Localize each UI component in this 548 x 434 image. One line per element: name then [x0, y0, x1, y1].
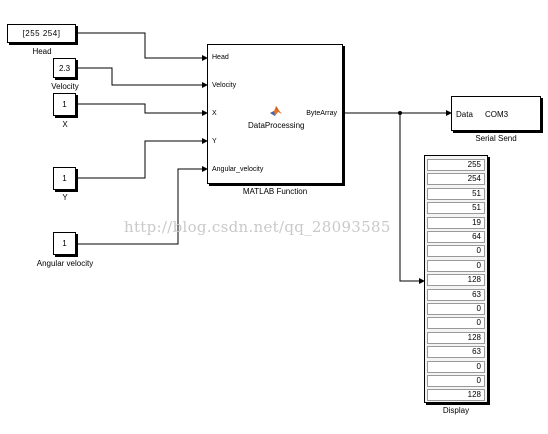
- function-name: DataProcessing: [248, 121, 305, 130]
- input-port-velocity: Velocity: [212, 82, 237, 89]
- output-port-bytearray: ByteArray: [306, 110, 337, 117]
- branch-point: [398, 111, 402, 115]
- x-constant-block[interactable]: 1: [53, 93, 76, 116]
- head-caption: Head: [32, 47, 52, 56]
- head-value: [255 254]: [22, 29, 61, 38]
- angular-velocity-value: 1: [62, 239, 67, 248]
- display-value-row: 0: [427, 303, 485, 315]
- display-value-row: 0: [427, 245, 485, 258]
- input-port-x: X: [212, 110, 217, 117]
- velocity-value: 2.3: [58, 64, 71, 73]
- display-value-row: 51: [427, 187, 485, 200]
- display-value-row: 19: [427, 216, 485, 229]
- matlab-function-block[interactable]: Head Velocity X Y Angular_velocity ByteA…: [207, 44, 343, 184]
- input-port-head: Head: [212, 54, 229, 61]
- matlab-logo-icon: [270, 106, 282, 116]
- velocity-caption: Velocity: [51, 82, 79, 91]
- signal-line-display-branch: [399, 113, 425, 284]
- serial-data-port-label: Data: [456, 110, 473, 119]
- display-value-row: 64: [427, 231, 485, 243]
- x-caption: X: [62, 120, 68, 129]
- angular-velocity-constant-block[interactable]: 1: [53, 232, 76, 255]
- display-value-row: 128: [427, 389, 485, 402]
- display-value-row: 0: [427, 375, 485, 387]
- signal-line-velocity: [76, 67, 208, 88]
- serial-send-block[interactable]: Data COM3: [451, 96, 541, 131]
- input-port-y: Y: [212, 138, 217, 145]
- angular-velocity-caption: Angular velocity: [36, 259, 94, 268]
- signal-line-y: [76, 138, 208, 179]
- x-value: 1: [62, 100, 67, 109]
- display-value-row: 255: [427, 159, 485, 171]
- signal-line-x: [76, 103, 208, 116]
- signal-line-head: [76, 32, 208, 61]
- serial-com-port: COM3: [485, 110, 509, 119]
- input-port-angular-velocity: Angular_velocity: [212, 166, 264, 173]
- y-caption: Y: [62, 193, 68, 202]
- display-value-row: 0: [427, 360, 485, 373]
- display-value-row: 254: [427, 173, 485, 186]
- y-value: 1: [62, 174, 67, 183]
- signal-line-angular: [76, 166, 208, 245]
- display-value-row: 128: [427, 274, 485, 287]
- serial-send-caption: Serial Send: [475, 134, 517, 143]
- display-value-row: 0: [427, 317, 485, 330]
- matlab-function-caption: MATLAB Function: [242, 187, 308, 196]
- display-value-row: 0: [427, 259, 485, 272]
- head-constant-block[interactable]: [255 254]: [7, 24, 76, 43]
- display-value-row: 63: [427, 288, 485, 301]
- y-constant-block[interactable]: 1: [53, 167, 76, 190]
- velocity-constant-block[interactable]: 2.3: [53, 58, 76, 78]
- display-value-row: 128: [427, 331, 485, 344]
- display-caption: Display: [442, 406, 470, 415]
- display-value-row: 63: [427, 346, 485, 359]
- display-value-row: 51: [427, 202, 485, 215]
